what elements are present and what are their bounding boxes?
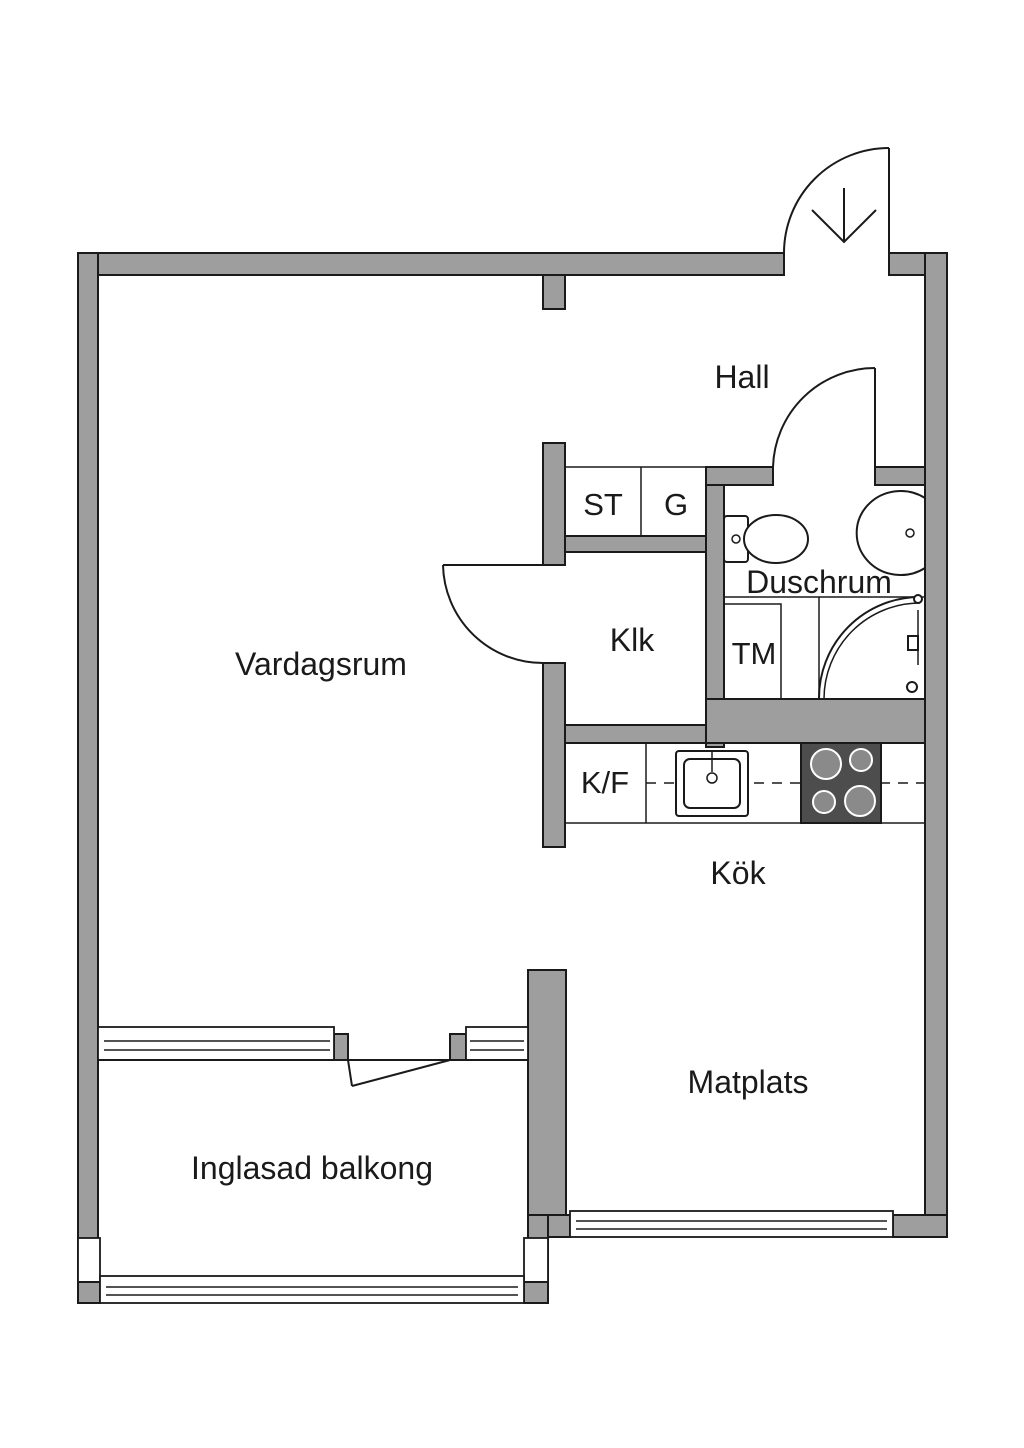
storage-box <box>564 466 707 537</box>
hotplate-icon <box>812 790 836 814</box>
kitchen-sink-drain-icon <box>706 772 718 784</box>
label-balkong: Inglasad balkong <box>191 1150 433 1186</box>
entry-door <box>783 147 890 275</box>
washer-box <box>723 603 782 700</box>
storage-bottom-wall <box>564 535 707 553</box>
label-st: ST <box>583 487 623 522</box>
shower-screen-inner <box>823 602 921 700</box>
top-wall-left <box>77 252 785 276</box>
label-tm: TM <box>732 636 777 671</box>
wall-stub <box>542 274 566 310</box>
shower-screen <box>817 596 921 700</box>
balcony-corner-left <box>77 1281 101 1304</box>
balcony-glazing <box>77 1026 549 1304</box>
balcony-door-leaf <box>351 1059 451 1087</box>
balcony-jamb-left <box>333 1033 349 1061</box>
klk-bottom-wall <box>564 724 707 744</box>
exterior-walls <box>77 252 948 1304</box>
matplats-window <box>569 1210 894 1238</box>
toilet-button-icon <box>731 534 741 544</box>
right-wall <box>924 252 948 1238</box>
shower-hinge-icon <box>913 594 923 604</box>
balcony-front-window <box>99 1275 525 1304</box>
left-wall <box>77 252 99 1304</box>
balcony-window-right <box>465 1026 529 1061</box>
bath-top-wall-right <box>874 466 926 486</box>
bath-top-wall-left <box>705 466 774 486</box>
klk-door-swing <box>442 564 544 664</box>
shower-drain-icon <box>906 681 918 693</box>
balcony-divider-wall <box>527 969 567 1216</box>
shower-mixer-icon <box>907 635 919 651</box>
klk-door <box>442 564 544 664</box>
hotplate-icon <box>849 748 873 772</box>
label-vardagsrum: Vardagsrum <box>235 646 407 682</box>
interior-walls <box>527 442 926 1304</box>
bath-fixtures <box>723 490 926 700</box>
bath-sink <box>855 490 926 576</box>
label-hall: Hall <box>714 359 769 395</box>
bath-door <box>772 367 876 468</box>
entry-arrow-icon <box>811 209 877 244</box>
entry-door-swing <box>783 147 890 254</box>
klk-wall-lower <box>542 662 566 848</box>
bath-door-swing <box>772 367 876 468</box>
storage-cabinets <box>564 466 707 537</box>
balcony-door-edge <box>347 1059 353 1087</box>
balcony-side-window-left <box>77 1237 101 1283</box>
toilet-bowl <box>743 514 809 564</box>
room-labels: Hall Vardagsrum Klk ST G Duschrum TM K/F… <box>191 359 892 1186</box>
bottom-wall-matplats <box>892 1214 948 1238</box>
hotplate-icon <box>810 748 842 780</box>
label-g: G <box>664 487 688 522</box>
label-kok: Kök <box>710 855 766 891</box>
hotplate-icon <box>844 785 876 817</box>
sink-drain-icon <box>905 528 915 538</box>
kitchen <box>564 742 926 824</box>
bath-bottom-wall <box>705 698 926 744</box>
bottom-wall-corner <box>547 1214 571 1238</box>
balcony-window-left <box>97 1026 335 1061</box>
balcony-side-window-right <box>523 1237 549 1283</box>
label-matplats: Matplats <box>688 1064 809 1100</box>
matplats-window-frame <box>569 1210 894 1238</box>
balcony-jamb-right <box>449 1033 467 1061</box>
label-kf: K/F <box>581 765 629 800</box>
storage-wall-upper <box>542 442 566 566</box>
balcony-corner-right <box>523 1281 549 1304</box>
label-klk: Klk <box>610 622 655 658</box>
label-duschrum: Duschrum <box>746 564 892 600</box>
